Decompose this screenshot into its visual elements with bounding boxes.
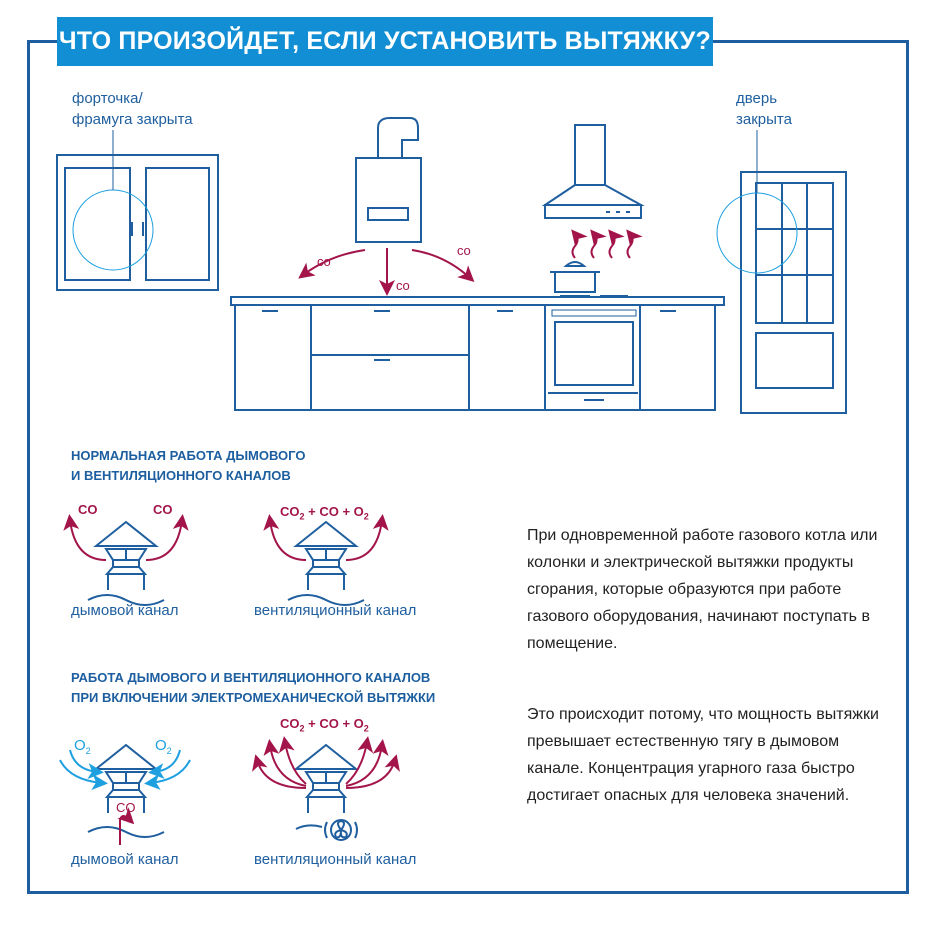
door [716,130,847,414]
vent-channel-caption: вентиляционный канал [254,851,417,868]
normal-heading: НОРМАЛЬНАЯ РАБОТА ДЫМОВОГО И ВЕНТИЛЯЦИОН… [71,446,305,486]
heading-line2: И ВЕНТИЛЯЦИОННОГО КАНАЛОВ [71,468,291,483]
o2-left-label: O2 [74,737,91,756]
formula-part: + CO + O [304,716,364,731]
co-label: CO [153,502,173,517]
hood-heading: РАБОТА ДЫМОВОГО И ВЕНТИЛЯЦИОННОГО КАНАЛО… [71,668,435,708]
vent-formula: CO2 + CO + O2 [280,504,369,522]
gas-boiler [355,117,422,243]
door-label: дверь закрыта [736,88,792,130]
formula-part: O [74,737,86,754]
subscript: 2 [363,511,369,522]
pot [550,261,628,297]
door-label-line2: закрыта [736,111,792,128]
co-right-label: co [457,243,471,258]
co-inside-label: CO [116,800,136,815]
formula-part: CO [280,504,300,519]
smoke-channel-hood [59,744,191,845]
co-left-label: co [317,254,331,269]
heat-waves [571,229,643,259]
door-label-line1: дверь [736,90,778,107]
smoke-channel-caption: дымовой канал [71,851,179,868]
heading-line1: РАБОТА ДЫМОВОГО И ВЕНТИЛЯЦИОННОГО КАНАЛО… [71,670,431,685]
subscript: 2 [363,723,369,734]
vent-channel-normal [263,514,389,606]
explanation-paragraph-1: При одновременной работе газового котла … [527,527,878,652]
subscript: 2 [299,723,305,734]
subscript: 2 [166,746,172,756]
page-title: ЧТО ПРОИЗОЙДЕТ, ЕСЛИ УСТАНОВИТЬ ВЫТЯЖКУ? [57,17,713,66]
fan-icon [324,819,358,841]
window-label: форточка/ фрамуга закрыта [72,88,193,130]
subscript: 2 [85,746,91,756]
subscript: 2 [299,511,305,522]
window-label-line2: фрамуга закрыта [72,111,193,128]
o2-right-label: O2 [155,737,172,756]
kitchen-counter [230,296,725,411]
range-hood [541,124,645,219]
co-label: CO [78,502,98,517]
co-arrows [298,248,475,296]
vent-formula: CO2 + CO + O2 [280,716,369,734]
heading-line1: НОРМАЛЬНАЯ РАБОТА ДЫМОВОГО [71,448,306,463]
formula-part: CO [280,716,300,731]
vent-channel-hood [252,736,400,841]
window [56,130,219,291]
formula-part: O [155,737,167,754]
formula-part: + CO + O [304,504,364,519]
explanation-paragraph-2: Это происходит потому, что мощность вытя… [527,706,879,804]
window-label-line1: форточка/ [72,90,143,107]
co-down-label: co [396,278,410,293]
heading-line2: ПРИ ВКЛЮЧЕНИИ ЭЛЕКТРОМЕХАНИЧЕСКОЙ ВЫТЯЖК… [71,690,436,705]
smoke-channel-caption: дымовой канал [71,602,179,619]
smoke-channel-normal [63,514,189,606]
vent-channel-caption: вентиляционный канал [254,602,417,619]
